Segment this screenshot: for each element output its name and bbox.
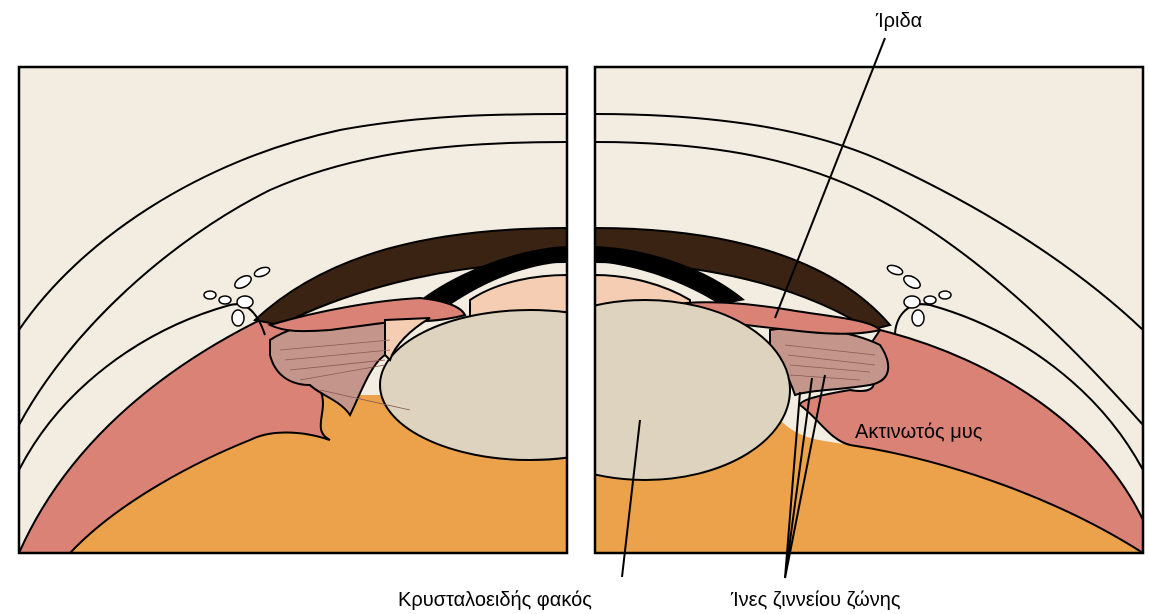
left-panel [19, 67, 680, 553]
zonular-fibers-label: Ίνες ζιννείου ζώνης [730, 589, 901, 611]
right-panel [500, 67, 1143, 553]
iris-label: Ίριδα [875, 10, 922, 32]
lens-label: Κρυσταλοειδής φακός [398, 589, 592, 611]
ciliary-muscle-label: Ακτινωτός μυς [855, 421, 983, 443]
